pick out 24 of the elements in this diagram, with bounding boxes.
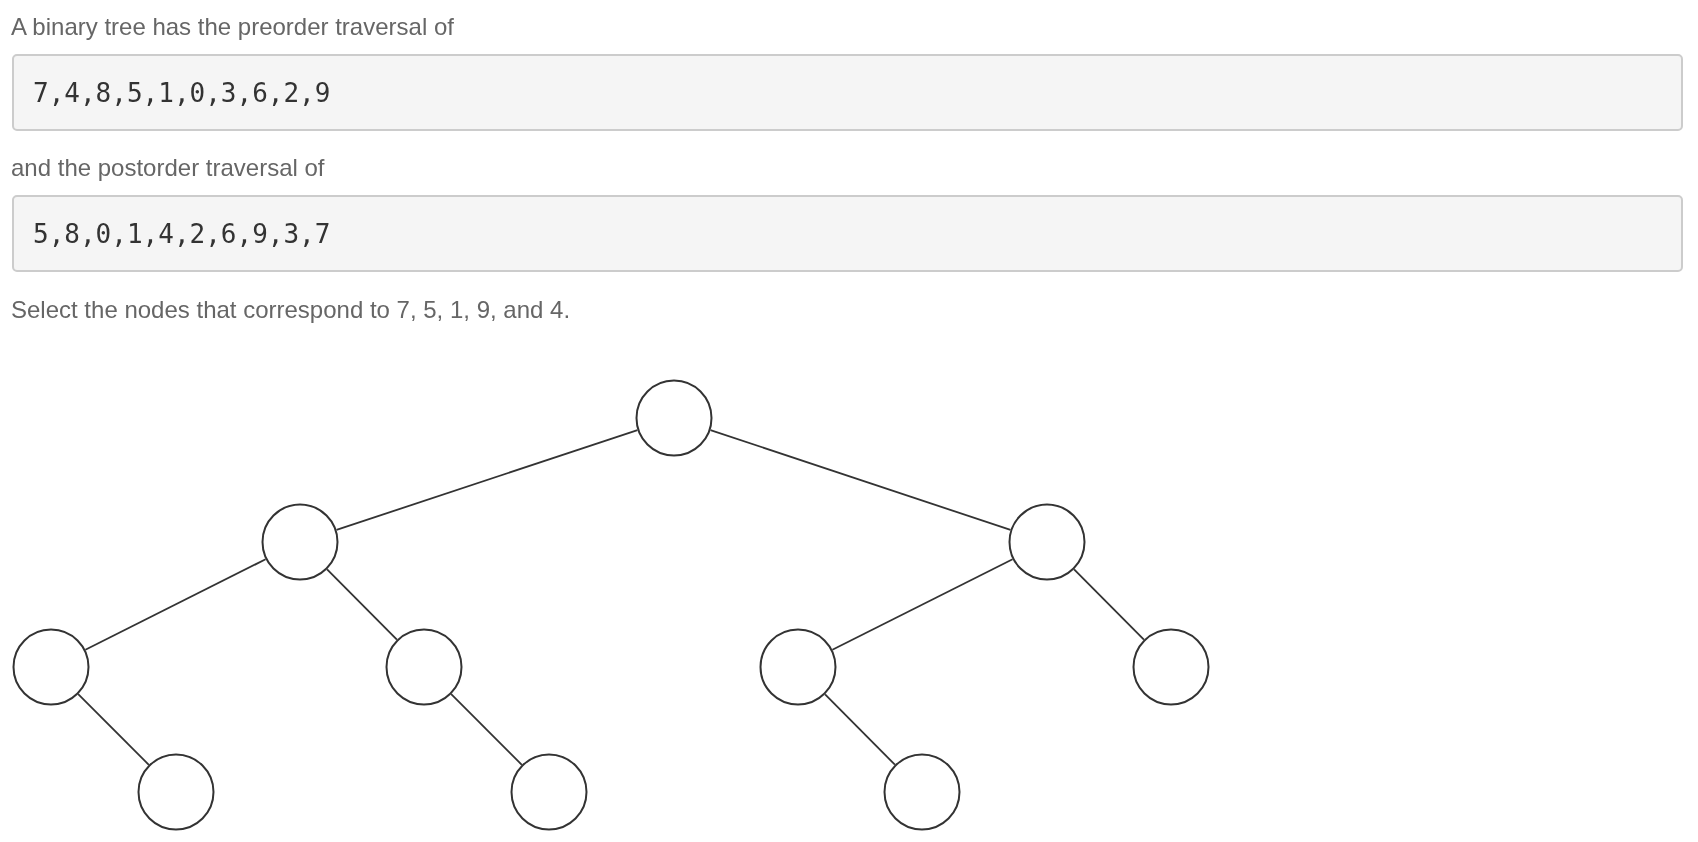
tree-edge	[450, 693, 523, 766]
code-block: 5,8,0,1,4,2,6,9,3,7	[12, 195, 1683, 272]
tree-edge	[84, 558, 267, 651]
tree-edge	[326, 568, 398, 641]
tree-node	[1132, 628, 1210, 706]
tree-edge	[709, 429, 1012, 531]
tree-node	[883, 753, 961, 831]
question-text: and the postorder traversal of	[11, 154, 325, 182]
instruction-text: Select the nodes that correspond to 7, 5, 1, 9, and 4.	[11, 296, 571, 324]
tree-edge	[1073, 568, 1145, 641]
code-block: 7,4,8,5,1,0,3,6,2,9	[12, 54, 1683, 131]
question-text: A binary tree has the preorder traversal of	[11, 13, 454, 41]
tree-edge	[335, 429, 639, 531]
tree-node	[12, 628, 90, 706]
tree-node	[137, 753, 215, 831]
tree-node	[385, 628, 463, 706]
tree-edge	[824, 693, 896, 766]
tree-node	[261, 503, 339, 581]
tree-node	[510, 753, 588, 831]
tree-edge	[77, 693, 150, 766]
tree-edge	[831, 558, 1014, 651]
tree-node	[1008, 503, 1086, 581]
tree-node	[635, 379, 713, 457]
tree-node	[759, 628, 837, 706]
